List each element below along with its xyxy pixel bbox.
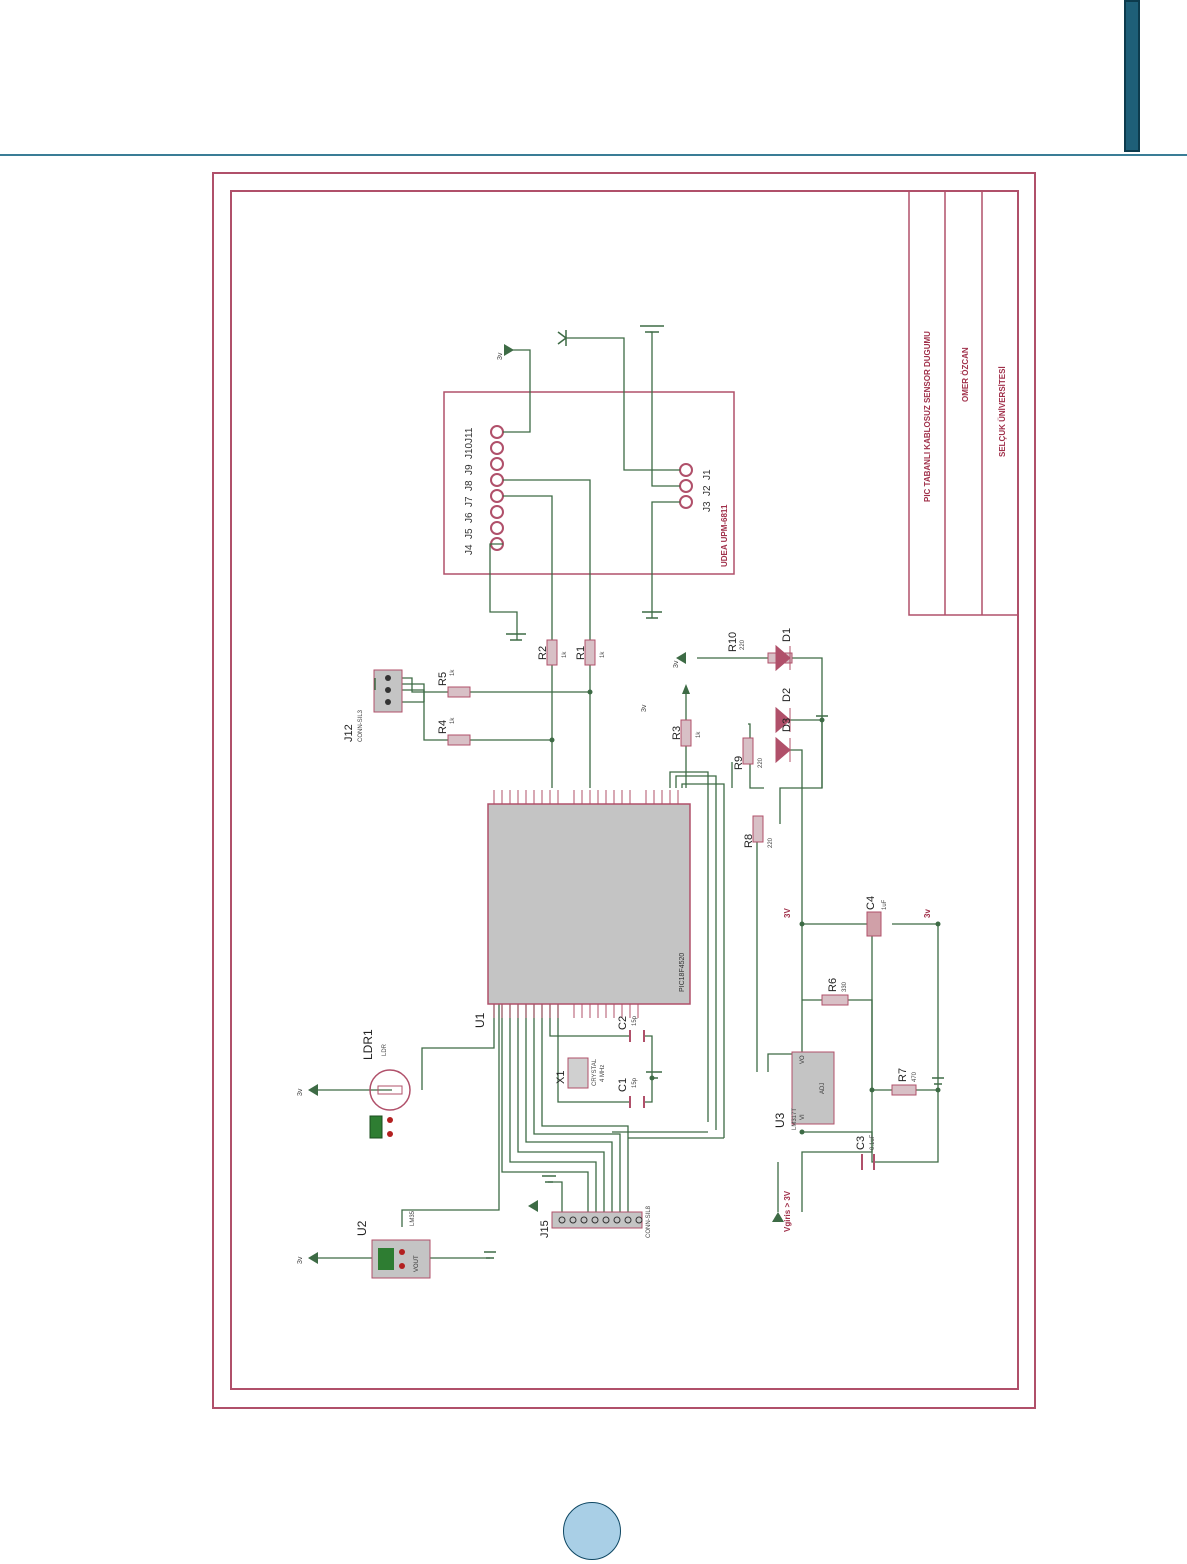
c4-ref: C4 [865,896,877,910]
connector-j12: J12 CONN-SIL3 [343,669,403,742]
r5-value: 1k [450,669,456,676]
label-3v-module: 3v [497,352,504,360]
r1-value: 1k [600,651,606,658]
page-number-badge [563,1502,621,1560]
r2-value: 1k [562,651,568,658]
label-3v-lm35: 3v [297,1256,304,1264]
r8-ref: R8 [743,834,755,848]
u3-pin-out: VO [800,1055,806,1064]
c2-ref: C2 [617,1016,629,1030]
u2-ref: U2 [355,1220,369,1236]
r4-ref: R4 [437,720,449,734]
x1-freq: 4 MHz [600,1065,606,1082]
r6-value: 330 [842,981,848,992]
x1-ref: X1 [555,1071,567,1084]
module-pin-j5: J5 [464,528,475,539]
d3-ref: D3 [781,718,793,732]
module-pin-j7: J7 [464,496,475,507]
u3-ref: U3 [773,1112,787,1128]
power-arrows [308,330,784,1264]
r7-ref: R7 [897,1068,909,1082]
u2-pin: VOUT [414,1255,420,1272]
label-3v-regulator: 3V [783,908,792,918]
ldr-value: LDR [382,1043,388,1056]
j12-ref: J12 [343,724,355,742]
module-pin-j11: J11 [464,427,475,443]
module-pin-j3: J3 [702,501,713,512]
d1-ref: D1 [781,628,793,642]
module-name: UDEA UPM-6811 [720,504,729,567]
label-3v-out: 3v [923,909,932,918]
x1-value: CRYSTAL [592,1058,598,1086]
crystal-x1: X1 CRYSTAL 4 MHz [555,1057,606,1089]
j15-ref: J15 [539,1220,551,1238]
title-institution: SELÇUK ÜNİVERSİTESİ [998,366,1007,457]
title-project: PIC TABANLI KABLOSUZ SENSOR DUGUMU [923,331,932,502]
schematic-frame: PIC TABANLI KABLOSUZ SENSOR DUGUMU OMER … [212,172,1036,1409]
mcu-u1: U1 PIC18F4520 [473,790,691,1028]
c2-value: 15p [632,1015,638,1026]
module-pin-j1: J1 [702,469,713,480]
ldr-ref: LDR1 [361,1029,375,1060]
r8-value: 220 [768,837,774,848]
capacitors [629,911,882,1170]
r3-ref: R3 [671,726,683,740]
j12-value: CONN-SIL3 [358,709,364,742]
ground-symbols [374,325,944,1259]
u3-pin-in: VI [800,1114,806,1120]
mcu-ref: U1 [473,1012,487,1028]
r10-value: 220 [740,639,746,650]
c1-value: 15p [632,1077,638,1088]
leds [775,644,791,764]
label-3v-r10: 3v [673,660,680,668]
r3-value: 1k [696,731,702,738]
c3-value: 0.1uF [870,1134,876,1150]
r7-value: 470 [912,1071,918,1082]
junction-dots [549,689,941,1135]
label-vgiris: Vgiris > 3V [783,1190,792,1232]
j15-value: CONN-SIL8 [646,1205,652,1238]
c3-ref: C3 [855,1136,867,1150]
module-pin-j6: J6 [464,512,475,523]
journal-side-tab [1124,0,1140,152]
r10-ref: R10 [727,632,739,652]
title-author: OMER ÖZCAN [961,347,970,402]
connector-j15: J15 CONN-SIL8 [539,1205,652,1238]
r5-ref: R5 [437,672,449,686]
rf-module: J4 J5 J6 J7 J8 J9 J10 J11 J3 J2 J1 UDEA … [443,391,735,575]
r6-ref: R6 [827,978,839,992]
module-pin-j8: J8 [464,480,475,491]
page-header-rule [0,154,1187,156]
u2-value: LM35 [410,1210,416,1226]
module-pin-j2: J2 [702,485,713,496]
module-pin-circles [490,425,693,551]
sensor-u2: U2 LM35 VOUT [355,1210,431,1279]
r9-ref: R9 [733,756,745,770]
mcu-part: PIC18F4520 [679,953,686,992]
label-3v-ldr: 3v [297,1088,304,1096]
ldr: LDR1 LDR [361,1029,411,1139]
regulator-u3: U3 LM317T VO ADJ VI [773,1051,835,1130]
u3-value: LM317T [792,1108,798,1130]
u3-pin-adj: ADJ [820,1083,826,1094]
r9-value: 220 [758,757,764,768]
module-pin-j9: J9 [464,464,475,475]
c1-ref: C1 [617,1078,629,1092]
module-pin-j4: J4 [464,544,475,555]
r2-ref: R2 [537,646,549,660]
d2-ref: D2 [781,688,793,702]
label-3v-r3: 3v [641,704,648,712]
title-block: PIC TABANLI KABLOSUZ SENSOR DUGUMU OMER … [908,190,1019,616]
r4-value: 1k [450,717,456,724]
c4-value: 1uF [882,899,888,910]
r1-ref: R1 [575,646,587,660]
module-pin-j10: J10 [464,442,475,459]
